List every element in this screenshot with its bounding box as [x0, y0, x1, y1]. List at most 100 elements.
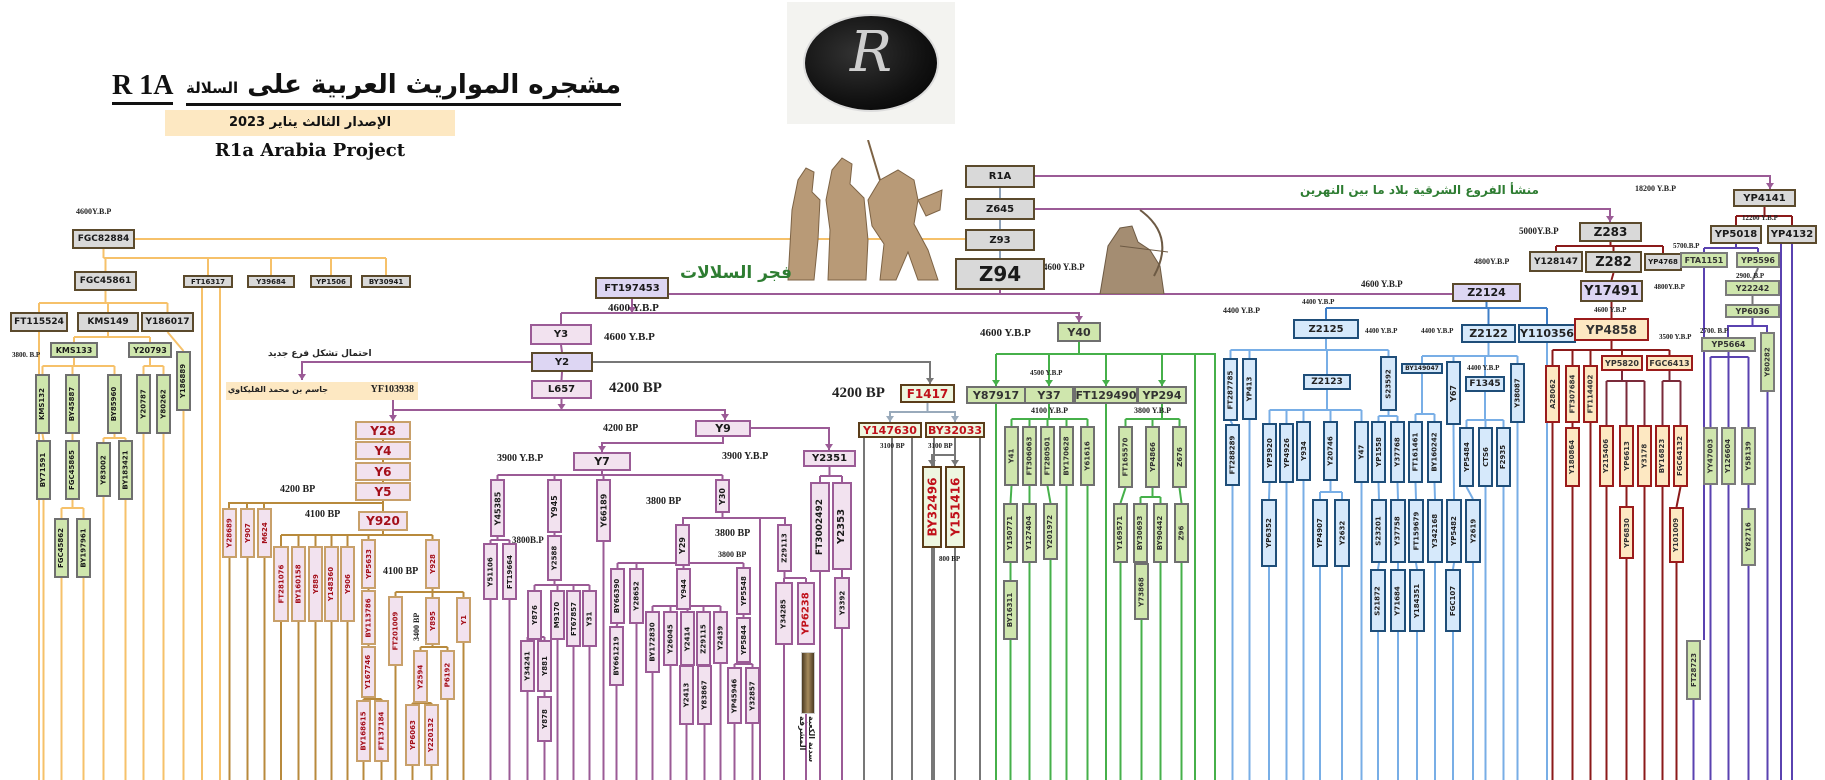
node-y87917[interactable]: Y87917: [966, 386, 1026, 404]
node-by170628[interactable]: BY170628: [1059, 426, 1074, 486]
node-y3[interactable]: Y3: [530, 324, 592, 345]
node-ft114402[interactable]: FT114402: [1583, 365, 1598, 423]
node-by113786[interactable]: BY113786: [361, 590, 376, 645]
node-y186889[interactable]: Y186889: [176, 351, 191, 411]
node-a28062[interactable]: A28062: [1545, 365, 1560, 423]
node-by160242[interactable]: BY160242: [1427, 421, 1442, 483]
node-yp5018[interactable]: YP5018: [1710, 225, 1762, 244]
node-cts6[interactable]: CTS6: [1478, 427, 1493, 487]
node-y6[interactable]: Y6: [355, 462, 411, 481]
node-ft129490[interactable]: FT129490: [1074, 386, 1138, 404]
node-y110356[interactable]: Y110356: [1518, 324, 1576, 343]
node-y41[interactable]: Y41: [1004, 426, 1019, 486]
node-yp4866[interactable]: YP4866: [1145, 426, 1160, 488]
node-y34241[interactable]: Y34241: [520, 640, 535, 692]
node-y127404[interactable]: Y127404: [1022, 503, 1037, 563]
node-z282[interactable]: Z282: [1585, 251, 1642, 273]
node-y20746[interactable]: Y20746: [1323, 421, 1338, 481]
node-ft3002492[interactable]: FT3002492: [810, 482, 830, 572]
node-f2935[interactable]: F2935: [1496, 427, 1511, 487]
node-yp6238[interactable]: YP6238: [797, 582, 815, 645]
node-y5[interactable]: Y5: [355, 482, 411, 501]
node-by45887[interactable]: BY45887: [65, 374, 80, 434]
node-y7[interactable]: Y7: [573, 452, 631, 471]
node-y66189[interactable]: Y66189: [596, 479, 611, 542]
node-kms133[interactable]: KMS133: [50, 342, 98, 358]
node-z2123[interactable]: Z2123: [1303, 374, 1351, 390]
node-yp1506[interactable]: YP1506: [310, 275, 352, 288]
node-l657[interactable]: L657: [531, 380, 592, 399]
node-y889[interactable]: Y889: [308, 546, 323, 622]
node-f1345[interactable]: F1345: [1465, 376, 1505, 392]
node-y30[interactable]: Y30: [715, 479, 730, 513]
node-by30941[interactable]: BY30941: [361, 275, 411, 288]
node-ft281076[interactable]: FT281076: [273, 546, 289, 622]
node-y2413[interactable]: Y2413: [679, 665, 694, 725]
node-ft280501[interactable]: FT280501: [1040, 426, 1055, 486]
node-y2588[interactable]: Y2588: [547, 535, 562, 581]
node-y169571[interactable]: Y169571: [1113, 503, 1128, 563]
node-ft19664[interactable]: FT19664: [502, 543, 517, 600]
node-y40[interactable]: Y40: [1057, 322, 1101, 342]
node-y34285[interactable]: Y34285: [775, 582, 793, 645]
node-yp5484[interactable]: YP5484: [1459, 427, 1474, 487]
node-z2125[interactable]: Z2125: [1293, 319, 1359, 339]
node-s23592[interactable]: S23592: [1380, 356, 1397, 411]
node-z283[interactable]: Z283: [1579, 222, 1642, 242]
node-m9170[interactable]: M9170: [550, 590, 565, 640]
node-y944[interactable]: Y944: [676, 568, 691, 610]
node-kms149[interactable]: KMS149: [77, 312, 139, 332]
node-by90442[interactable]: BY90442: [1153, 503, 1168, 563]
node-fgc45865[interactable]: FGC45865: [65, 440, 80, 500]
node-y2594[interactable]: Y2594: [413, 650, 428, 703]
node-by66390[interactable]: BY66390: [610, 568, 625, 624]
node-y876[interactable]: Y876: [527, 590, 542, 640]
node-yp4132[interactable]: YP4132: [1767, 225, 1817, 244]
node-ft288289[interactable]: FT288289: [1225, 424, 1240, 486]
node-p6192[interactable]: P6192: [440, 650, 455, 700]
node-ft16317[interactable]: FT16317: [183, 275, 233, 288]
node-fgc6413[interactable]: FGC6413: [1646, 355, 1693, 371]
node-y45385[interactable]: Y45385: [490, 479, 505, 537]
node-yp5844[interactable]: YP5844: [736, 617, 751, 663]
node-by197961[interactable]: BY197961: [76, 518, 91, 578]
node-y126604[interactable]: Y126604: [1721, 427, 1736, 485]
node-yp6830[interactable]: YP6830: [1619, 506, 1634, 559]
node-ft67857[interactable]: FT67857: [566, 590, 581, 647]
node-y201972[interactable]: Y201972: [1043, 503, 1058, 560]
node-y20793[interactable]: Y20793: [128, 342, 172, 358]
node-yp4768[interactable]: YP4768: [1644, 253, 1682, 271]
node-y80262[interactable]: Y80262: [156, 374, 171, 434]
node-by149047[interactable]: BY149047: [1401, 363, 1443, 374]
node-y28689[interactable]: Y28689: [222, 508, 237, 558]
node-y167746[interactable]: Y167746: [361, 646, 376, 698]
node-y878[interactable]: Y878: [537, 696, 552, 742]
node-by172830[interactable]: BY172830: [645, 611, 660, 673]
node-yp5820[interactable]: YP5820: [1601, 355, 1643, 371]
node-by661219[interactable]: BY661219: [609, 626, 624, 686]
node-y2351[interactable]: Y2351: [803, 450, 856, 467]
node-y83867[interactable]: Y83867: [697, 665, 712, 725]
node-y83002[interactable]: Y83002: [96, 442, 111, 497]
node-y73868[interactable]: Y73868: [1134, 563, 1149, 620]
node-y186017[interactable]: Y186017: [141, 312, 194, 332]
node-by30693[interactable]: BY30693: [1133, 503, 1148, 563]
node-y29[interactable]: Y29: [675, 524, 690, 566]
node-yp5633[interactable]: YP5633: [361, 539, 376, 589]
node-y31[interactable]: Y31: [582, 590, 597, 647]
node-yp5664[interactable]: YP5664: [1701, 337, 1756, 352]
node-yp5596[interactable]: YP5596: [1736, 252, 1780, 268]
node-y945[interactable]: Y945: [547, 479, 562, 533]
node-y180864[interactable]: Y180864: [1565, 427, 1580, 487]
node-r1a[interactable]: R1A: [965, 165, 1035, 188]
node-yp1558[interactable]: YP1558: [1371, 421, 1386, 483]
node-yy47003[interactable]: YY47003: [1703, 427, 1718, 485]
node-fta1151[interactable]: FTA1151: [1680, 252, 1728, 268]
node-y881[interactable]: Y881: [537, 640, 552, 692]
node-yp413[interactable]: YP413: [1242, 358, 1257, 420]
node-z29113[interactable]: Z29113: [777, 524, 792, 572]
node-y3392[interactable]: Y3392: [834, 577, 850, 629]
node-y128147[interactable]: Y128147: [1529, 251, 1583, 272]
node-yp5548[interactable]: YP5548: [736, 567, 751, 615]
node-y342168[interactable]: Y342168: [1427, 499, 1443, 563]
